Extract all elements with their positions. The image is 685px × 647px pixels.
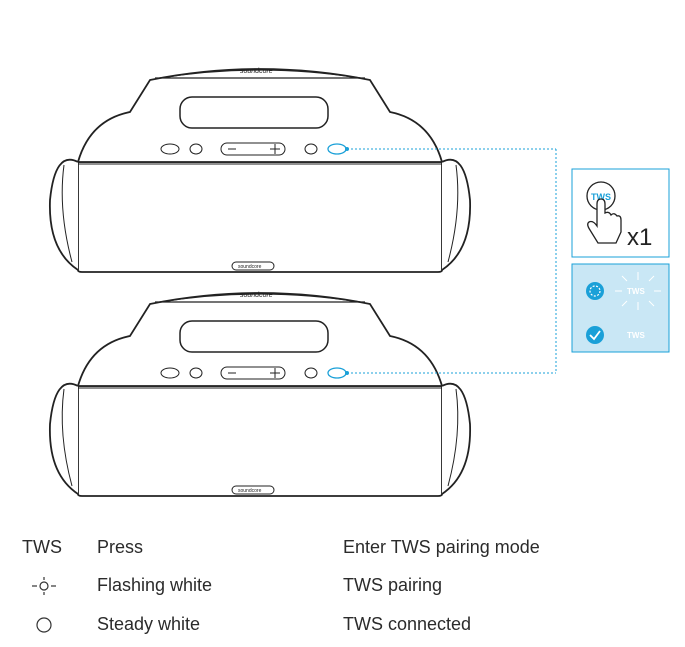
press-tws-label: TWS xyxy=(591,192,611,202)
legend-row-press: TWS Press Enter TWS pairing mode xyxy=(0,533,685,563)
legend-row-steady: Steady white TWS connected xyxy=(0,610,685,640)
press-panel: TWS x1 xyxy=(571,168,670,258)
connected-tws-label: TWS xyxy=(627,331,645,340)
legend-action: Steady white xyxy=(97,614,201,634)
brand-badge-top: soundcore xyxy=(238,264,262,270)
legend-description: Enter TWS pairing mode xyxy=(343,537,540,557)
hand-press-icon xyxy=(587,198,622,244)
check-icon xyxy=(589,330,601,341)
brand-logo-bottom: soundcore xyxy=(240,292,273,299)
legend-description: TWS pairing xyxy=(343,575,443,595)
flashing-light-icon xyxy=(32,577,56,595)
brand-badge-bottom: soundcore xyxy=(238,488,262,494)
legend-row-flashing: Flashing white TWS pairing xyxy=(0,571,685,601)
status-panel: TWS TWS xyxy=(571,263,670,353)
steady-light-icon xyxy=(36,617,52,633)
pairing-tws-label: TWS xyxy=(627,287,645,296)
press-count: x1 xyxy=(627,224,652,251)
speaker-top: soundcore soundcore xyxy=(48,68,472,273)
legend-action: Flashing white xyxy=(97,575,213,595)
speaker-illustration: soundcore soundcore soundcore soundcore … xyxy=(48,68,670,497)
legend-action: Press xyxy=(97,537,144,557)
brand-logo-top: soundcore xyxy=(240,68,273,75)
speaker-bottom: soundcore soundcore xyxy=(48,292,472,497)
legend-tws-label: TWS xyxy=(22,537,62,557)
connector-lines xyxy=(347,148,557,374)
legend-description: TWS connected xyxy=(343,614,472,634)
